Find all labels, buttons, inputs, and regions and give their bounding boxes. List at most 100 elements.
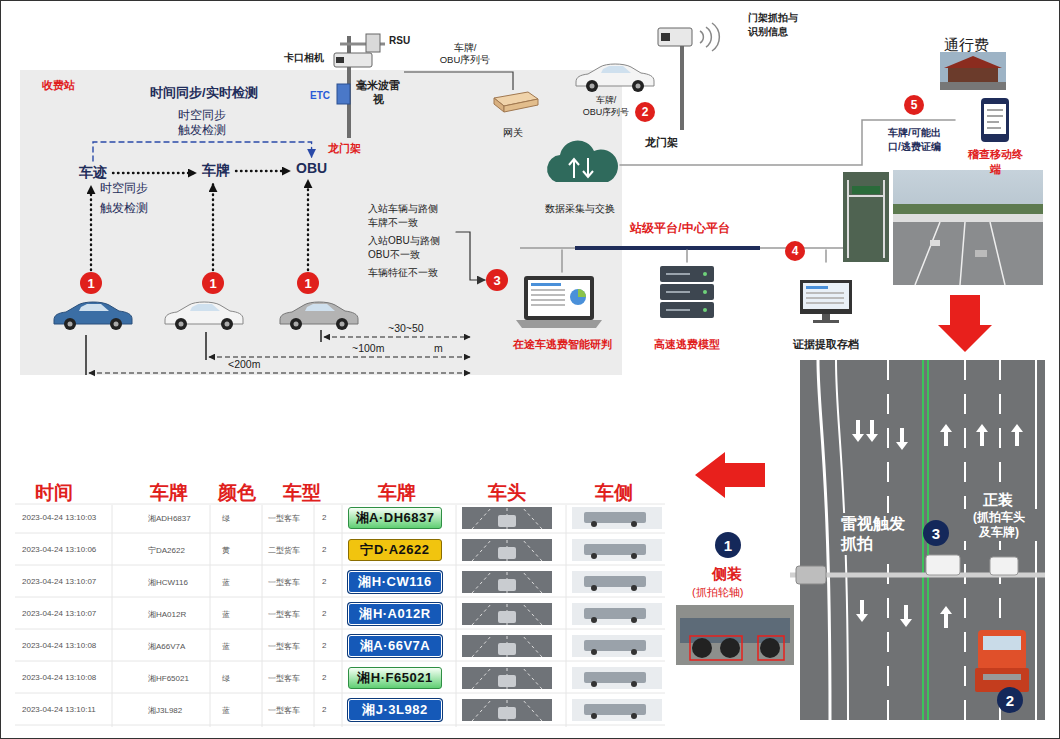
callout-number: 1 <box>202 272 224 294</box>
vehicle-photo <box>462 539 552 561</box>
phone-icon <box>981 98 1009 142</box>
laptop-icon <box>531 299 565 301</box>
gantry-left <box>334 53 372 67</box>
label-text: 车牌/ OBU序列号 <box>436 42 494 66</box>
server-icon <box>703 290 707 294</box>
gateway-icon <box>494 98 504 112</box>
phone-icon <box>984 104 1006 134</box>
dimension-line <box>324 336 470 337</box>
signal-label: 车牌 <box>199 160 233 182</box>
callout-number: 3 <box>923 520 949 546</box>
callout-number: 1 <box>80 272 102 294</box>
label-text: 龙门架 <box>645 135 678 150</box>
node-text: 车牌 <box>199 160 233 182</box>
callout-text: 4 <box>792 245 799 257</box>
label-box: 龙门架 <box>645 135 678 150</box>
label-box: 2023-04-24 13:10:07 <box>22 577 96 586</box>
gantry-right <box>700 23 719 51</box>
table-grid <box>342 505 343 727</box>
label-box: ~30~50 <box>388 322 424 334</box>
laptop-icon <box>528 280 590 316</box>
table-cell: 2 <box>322 545 326 554</box>
connector <box>236 170 290 172</box>
server-icon <box>660 266 714 318</box>
road-photo <box>818 360 830 720</box>
car-icon <box>165 302 243 330</box>
label-text: <200m <box>228 358 260 370</box>
label-text: RSU <box>389 35 410 46</box>
cloud-icon <box>569 158 593 178</box>
gantry-right <box>680 45 684 130</box>
label-box: 2 <box>322 673 326 682</box>
label-box: 门架抓拍与 识别信息 <box>748 11 808 39</box>
label-text: 卡口相机 <box>284 51 324 65</box>
scene-photo <box>848 180 884 258</box>
label-text: ~100m <box>352 342 384 354</box>
label-box: 蓝 <box>222 577 230 588</box>
callout-text: 1 <box>87 277 94 290</box>
callout-text: 2 <box>1006 693 1014 708</box>
truck-icon <box>983 674 1021 680</box>
vehicle-photo <box>572 571 662 593</box>
node-text: 收费站 <box>42 78 75 93</box>
wheel-photo <box>760 638 780 658</box>
label-box: 车牌 <box>150 480 188 506</box>
vehicle-photo <box>572 635 662 657</box>
panel-ground <box>20 70 622 375</box>
table-cell: 绿 <box>222 513 230 524</box>
table-cell: 蓝 <box>222 641 230 652</box>
server-node: 高速逃费模型 <box>642 262 732 352</box>
car-icon <box>280 302 358 330</box>
callout-number: 1 <box>715 532 741 558</box>
label-box: 一型客车 <box>268 577 300 588</box>
vehicle-photo <box>572 667 662 689</box>
label-box: 颜色 <box>218 480 256 506</box>
toll-photo <box>948 68 998 82</box>
label-box: RSU <box>389 35 410 46</box>
gateway-icon <box>494 92 538 112</box>
wheel-photo <box>676 605 794 665</box>
table-cell: 湘HF65021 <box>148 673 189 684</box>
laptop-icon <box>524 276 594 320</box>
gantry-left <box>336 57 344 63</box>
callout-text: 2 <box>642 106 649 118</box>
table-cell: 绿 <box>222 673 230 684</box>
label-box: 一型客车 <box>268 673 300 684</box>
monitor-icon <box>800 280 852 314</box>
node-text: OBU <box>293 158 330 178</box>
label-text: (抓拍车头 及车牌) <box>960 509 1038 541</box>
label-box: 湘A66V7A <box>148 641 185 652</box>
label-box: 2 <box>322 641 326 650</box>
label-box: 车型 <box>283 480 321 506</box>
laptop-icon <box>531 304 565 306</box>
monitor-icon <box>806 297 844 299</box>
label-box: 一型客车 <box>268 705 300 716</box>
server-icon <box>666 274 690 310</box>
scene-photo <box>915 222 1005 285</box>
connector <box>90 186 92 270</box>
data-wire <box>404 72 513 90</box>
callout-number: 5 <box>904 95 924 115</box>
label-box: (抓拍车头 及车牌) <box>960 509 1038 541</box>
label-box: 龙门架 <box>328 141 361 156</box>
callout-number: 4 <box>785 241 805 261</box>
vehicle-photo <box>462 699 552 721</box>
table-grid <box>456 505 457 727</box>
toll-photo <box>944 56 1002 68</box>
label-box: 2 <box>322 545 326 554</box>
callout-number: 3 <box>486 269 508 291</box>
connector <box>620 120 955 165</box>
laptop-icon <box>516 276 602 328</box>
table-cell: 2 <box>322 673 326 682</box>
cloud-node: 数据采集与交换 <box>540 140 620 216</box>
scene-photo <box>843 172 889 262</box>
callout-number: 1 <box>297 272 319 294</box>
label-text: 车牌/可能出 口/逃费证编 <box>888 126 956 154</box>
table-grid <box>210 505 211 727</box>
dimension-line <box>85 335 87 375</box>
truck-icon <box>983 636 1021 650</box>
scene-photo <box>893 222 1043 285</box>
laptop-icon <box>578 289 586 297</box>
label-box: 绿 <box>222 673 230 684</box>
